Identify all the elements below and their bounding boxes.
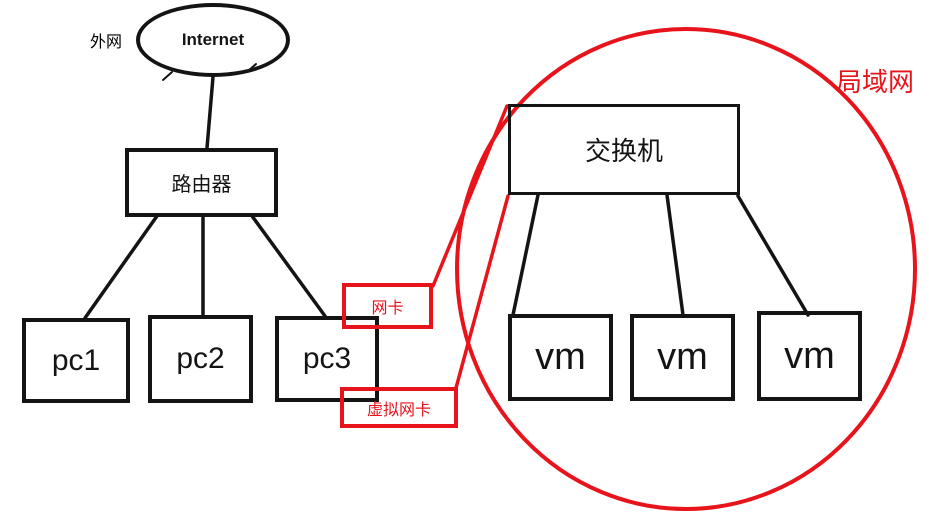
pc2-label: pc2	[176, 342, 225, 375]
vm1-node: vm	[508, 314, 613, 401]
switch-node: 交换机	[508, 104, 740, 195]
vm1-label: vm	[535, 336, 586, 378]
external-network-label: 外网	[90, 34, 123, 51]
vm3-node: vm	[757, 311, 862, 401]
pc3-label: pc3	[302, 342, 352, 375]
arrowhead-tick-left-icon	[162, 71, 173, 81]
internet-label: Internet	[181, 30, 245, 49]
edge-router-pc1	[83, 214, 159, 320]
router-node: 路由器	[125, 148, 278, 217]
virtual-nic-node: 虚拟网卡	[340, 387, 458, 428]
edge-nic-switch	[431, 104, 509, 288]
nic-label: 网卡	[371, 300, 404, 317]
edge-router-pc3	[250, 214, 327, 318]
nic-node: 网卡	[342, 283, 433, 329]
pc2-node: pc2	[148, 315, 253, 403]
lan-label: 局域网	[836, 67, 915, 97]
edge-virtual-nic-switch	[454, 194, 510, 390]
lan-boundary-ellipse	[455, 27, 917, 511]
virtual-nic-label: 虚拟网卡	[366, 401, 431, 419]
edge-switch-vm2	[665, 193, 685, 317]
switch-label: 交换机	[584, 136, 663, 166]
vm2-label: vm	[657, 336, 708, 378]
pc1-label: pc1	[51, 343, 101, 377]
pc1-node: pc1	[22, 318, 130, 403]
edge-internet-router	[205, 75, 215, 150]
edge-switch-vm3	[736, 194, 810, 317]
pc3-node: pc3	[275, 316, 379, 402]
vm3-label: vm	[784, 334, 835, 377]
internet-node: Internet	[136, 3, 290, 77]
edge-switch-vm1	[511, 193, 540, 317]
vm2-node: vm	[630, 314, 735, 401]
router-label: 路由器	[171, 174, 232, 196]
